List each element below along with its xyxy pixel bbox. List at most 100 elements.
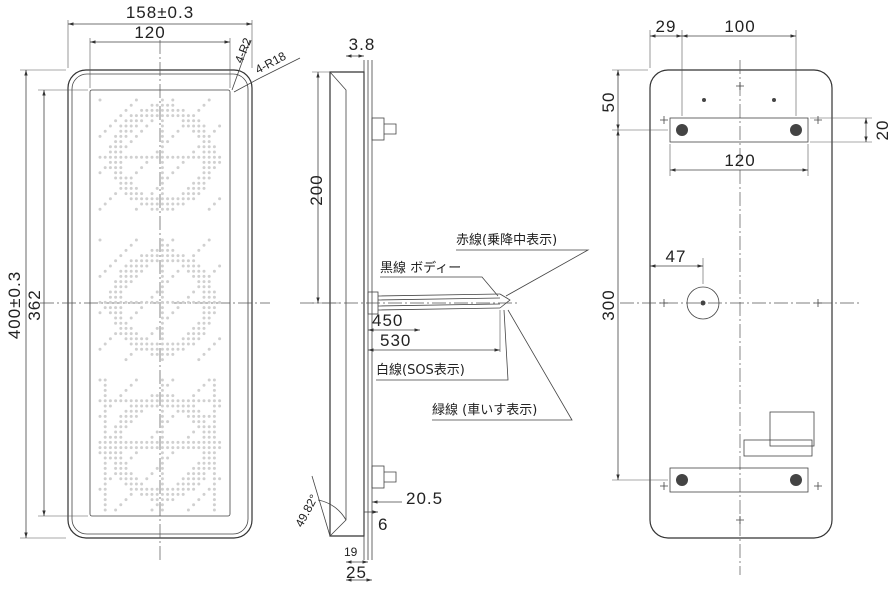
- led-dot: [176, 269, 180, 273]
- led-dot: [129, 316, 133, 320]
- led-dot: [124, 326, 128, 330]
- led-dot: [202, 150, 206, 154]
- led-dot: [124, 134, 128, 138]
- led-dot: [98, 155, 102, 159]
- led-dot: [129, 300, 133, 304]
- led-dot: [212, 129, 216, 133]
- led-dot: [186, 119, 190, 123]
- led-dot: [212, 383, 216, 387]
- led-dot: [218, 155, 222, 159]
- led-dot: [181, 409, 185, 413]
- led-dot: [129, 414, 133, 418]
- led-dot: [160, 129, 164, 133]
- led-dot: [108, 399, 112, 403]
- led-dot: [160, 342, 164, 346]
- led-dot: [207, 274, 211, 278]
- led-dot: [192, 264, 196, 268]
- led-dot: [124, 482, 128, 486]
- led-dot: [218, 440, 222, 444]
- led-dot: [134, 404, 138, 408]
- led-dot: [155, 347, 159, 351]
- led-dot: [155, 114, 159, 118]
- led-dot: [166, 342, 170, 346]
- led-dot: [124, 420, 128, 424]
- led-dot: [108, 404, 112, 408]
- led-dot: [218, 197, 222, 201]
- led-dot: [166, 487, 170, 491]
- led-dot: [140, 259, 144, 263]
- led-dot: [155, 326, 159, 330]
- led-dot: [134, 477, 138, 481]
- led-dot: [103, 409, 107, 413]
- led-dot: [160, 300, 164, 304]
- led-dot: [166, 420, 170, 424]
- led-dot: [171, 248, 175, 252]
- led-dot: [176, 155, 180, 159]
- led-dot: [140, 409, 144, 413]
- dim-19: 19: [344, 545, 358, 559]
- led-dot: [103, 498, 107, 502]
- led-dot: [124, 399, 128, 403]
- dim-300: 300: [599, 289, 618, 320]
- led-dot: [124, 477, 128, 481]
- led-dot: [155, 186, 159, 190]
- led-dot: [114, 155, 118, 159]
- led-dot: [192, 119, 196, 123]
- led-dot: [119, 430, 123, 434]
- led-dot: [212, 404, 216, 408]
- led-dot: [176, 202, 180, 206]
- led-dot: [160, 248, 164, 252]
- led-dot: [134, 487, 138, 491]
- led-dot: [186, 197, 190, 201]
- led-dot: [119, 150, 123, 154]
- led-dot: [129, 186, 133, 190]
- led-dot: [186, 114, 190, 118]
- led-dot: [124, 264, 128, 268]
- led-dot: [108, 440, 112, 444]
- led-dot: [129, 155, 133, 159]
- led-dot: [197, 477, 201, 481]
- led-dot: [197, 337, 201, 341]
- led-dot: [103, 451, 107, 455]
- led-dot: [140, 108, 144, 112]
- led-dot: [166, 316, 170, 320]
- led-dot: [212, 399, 216, 403]
- rear-bracket-bottom: [669, 467, 809, 493]
- led-dot: [114, 446, 118, 450]
- led-dot: [192, 440, 196, 444]
- led-dot: [114, 435, 118, 439]
- rear-outer-frame: [649, 69, 833, 539]
- led-dot: [140, 347, 144, 351]
- led-dot: [207, 347, 211, 351]
- led-dot: [150, 347, 154, 351]
- led-dot: [129, 487, 133, 491]
- led-dot: [171, 238, 175, 242]
- led-dot: [160, 451, 164, 455]
- led-dot: [114, 508, 118, 512]
- led-dot: [192, 192, 196, 196]
- led-dot: [108, 197, 112, 201]
- led-dot: [134, 155, 138, 159]
- led-dot: [181, 264, 185, 268]
- led-dot: [160, 243, 164, 247]
- led-dot: [160, 456, 164, 460]
- led-dot: [181, 192, 185, 196]
- led-dot: [124, 285, 128, 289]
- led-dot: [114, 451, 118, 455]
- dim-530: 530: [380, 331, 411, 350]
- led-dot: [192, 326, 196, 330]
- led-dot: [202, 186, 206, 190]
- led-dot: [140, 404, 144, 408]
- led-dot: [140, 306, 144, 310]
- led-dot: [134, 409, 138, 413]
- led-dot: [171, 202, 175, 206]
- led-dot: [160, 176, 164, 180]
- led-dot: [129, 259, 133, 263]
- led-dot: [129, 269, 133, 273]
- led-dot: [197, 108, 201, 112]
- led-dot: [160, 404, 164, 408]
- led-dot: [160, 306, 164, 310]
- led-dot: [166, 404, 170, 408]
- led-dot: [176, 166, 180, 170]
- led-dot: [186, 186, 190, 190]
